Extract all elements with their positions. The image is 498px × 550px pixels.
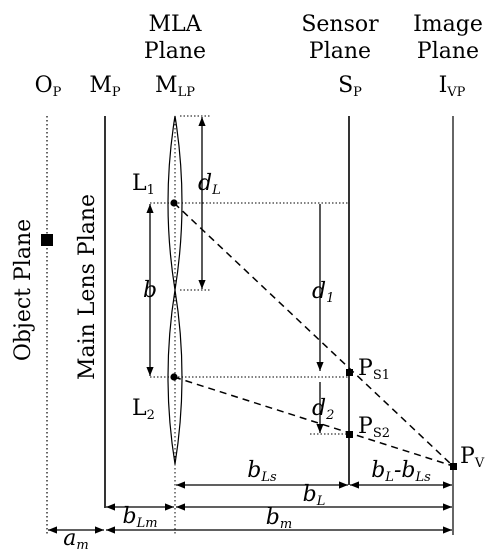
ps1-label: PS1 [358,356,390,383]
object-plane-label: Object Plane [11,219,36,361]
blm-label: bLm [122,504,157,531]
ray-l2-to-pv [173,376,454,467]
mla-plane-title-line1: MLA [148,12,202,37]
d1-label: d1 [312,279,334,306]
dl-label: dL [198,171,221,198]
bm-label: bm [266,505,292,532]
d2-label: d2 [312,396,334,423]
sp-label: SP [338,73,362,100]
mp-label: MP [89,73,121,100]
micro-lens-l2 [167,289,183,465]
object-point-square [41,234,53,246]
ps2-point [346,431,353,438]
sensor-plane-title-line1: Sensor [301,12,379,37]
ps1-point [346,369,353,376]
main-lens-plane-label: Main Lens Plane [75,194,100,380]
image-plane-title-line2: Plane [417,39,479,64]
l1-label: L1 [132,171,155,198]
pv-label: PV [460,444,485,471]
l2-label: L2 [132,396,155,423]
image-plane-title-line1: Image [413,12,483,37]
am-label: am [63,526,88,550]
ivp-label: IVP [439,73,466,100]
bl-label: bL [303,482,326,509]
ps2-label: PS2 [358,414,390,441]
op-label: OP [35,73,62,100]
sensor-plane-title-line2: Plane [309,39,371,64]
mla-plane-title-line2: Plane [144,39,206,64]
bl-minus-bls-label: bL-bLs [371,458,431,485]
bls-label: bLs [247,458,277,485]
ray-l1-to-pv [173,202,454,467]
mlp-label: MLP [155,73,195,100]
pv-point [450,463,457,470]
b-label: b [143,278,157,303]
